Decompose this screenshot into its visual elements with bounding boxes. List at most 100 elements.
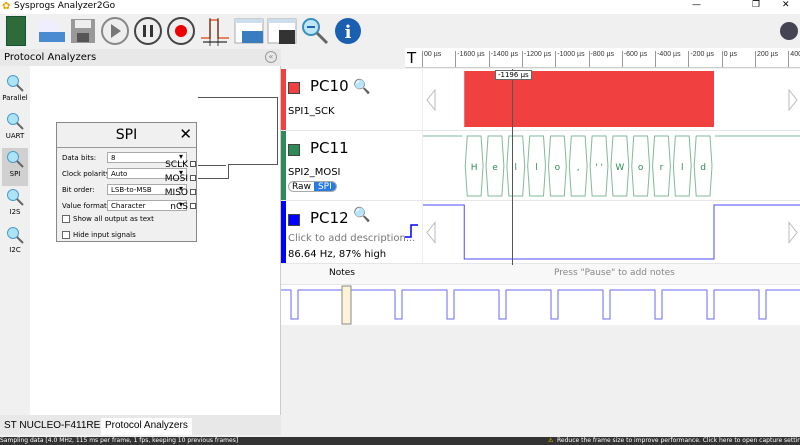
analyzer-label: SPI [9,170,21,178]
status-bar: Sampling data [4.0 MHz, 115 ms per frame… [0,437,800,445]
channel-color-swatch[interactable] [288,82,300,94]
spi-byte-label: ' ' [595,163,603,173]
cursor-time-label: -1196 µs [495,70,532,80]
time-cursor[interactable] [512,69,513,265]
clock-polarity-label: Clock polarity: [62,170,112,178]
record-button[interactable] [166,16,196,46]
channel-row-pc12[interactable]: PC12 🔍 Click to add description... 86.64… [281,201,800,264]
open-settings-icon[interactable] [234,16,264,46]
pin-sclk[interactable]: SCLK [146,160,196,170]
magnifier-icon [7,75,24,92]
sck-burst [464,71,714,127]
show-all-output-checkbox[interactable]: Show all output as text [62,215,154,223]
channel-color-swatch[interactable] [288,214,300,226]
hide-input-signals-checkbox[interactable]: Hide input signals [62,231,136,239]
play-button[interactable] [100,16,130,46]
pause-button[interactable] [133,16,163,46]
analyzer-uart[interactable]: UART [2,110,28,148]
channel-frequency: 86.64 Hz, 87% high [288,249,387,260]
mode-toggle[interactable]: Raw SPI [288,181,337,192]
spi-byte-label: o [555,163,561,173]
ncs-waveform [423,204,800,260]
minimize-button[interactable]: — [692,0,701,10]
maximize-button[interactable]: ❐ [752,0,761,10]
value-format-select[interactable]: Character [107,200,187,211]
open-icon[interactable] [36,16,66,46]
channel-description[interactable]: SPI1_SCK [288,106,335,117]
spi-byte-label: l [535,163,538,173]
overview-strip[interactable] [281,285,800,325]
spi-byte-label: l [681,163,684,173]
data-bits-select[interactable]: 8 [107,152,187,163]
close-button[interactable]: ✕ [782,0,790,10]
analyzer-i2s[interactable]: I2S [2,186,28,224]
ruler-tick: -800 µs [588,51,614,67]
mosi-wire-c [228,164,278,165]
pin-label: nCS [170,202,188,212]
analyzer-spi[interactable]: SPI [2,148,28,186]
app-logo-icon: ✿ [2,1,11,12]
notes-hint: Press "Pause" to add notes [554,268,675,278]
time-ruler[interactable]: T 00 µs-1600 µs-1400 µs-1200 µs-1000 µs-… [405,48,800,68]
magnifier-icon [7,189,24,206]
spi-byte-label: d [700,163,706,173]
pin-ncs[interactable]: nCS [146,202,196,212]
pin-mosi[interactable]: MOSI [146,174,196,184]
channel-row-pc10[interactable]: PC10 🔍 SPI1_SCK [281,69,800,131]
panel-header: Protocol Analyzers « [0,49,281,66]
tab-protocol-analyzers[interactable]: Protocol Analyzers [101,418,192,435]
analyzer-i2c[interactable]: I2C [2,224,28,262]
pulse-width-icon[interactable] [200,16,230,46]
analyzer-label: I2S [9,208,21,216]
close-icon[interactable]: ✕ [179,125,192,143]
save-settings-icon[interactable] [267,16,297,46]
spi-byte-label: , [577,163,580,173]
ruler-tick: 00 µs [422,51,441,67]
board-icon[interactable] [6,16,26,46]
panel-title: Protocol Analyzers [4,52,97,63]
save-icon[interactable] [68,16,98,46]
data-bits-label: Data bits: [62,154,97,162]
performance-hint-link[interactable]: Reduce the frame size to improve perform… [557,437,800,444]
spi-byte-frame [589,135,609,197]
overview-viewport-handle [341,285,352,325]
spi-byte-frame [610,135,630,197]
channel-description[interactable]: Click to add description... [288,233,416,244]
pin-miso[interactable]: MISO [146,188,196,198]
tab-board[interactable]: ST NUCLEO-F411RE [4,420,101,431]
search-icon[interactable]: 🔍 [353,79,371,95]
channel-description[interactable]: SPI2_MOSI [288,167,341,178]
spi-byte-frame [547,135,567,197]
info-icon[interactable]: i [333,16,363,46]
magnifier-icon [7,113,24,130]
ruler-tick: 200 µs [755,51,778,67]
zoom-out-icon[interactable] [300,16,330,46]
spi-byte-label: o [638,163,644,173]
spi-analyzer-node[interactable]: SPI ✕ Data bits: 8 Clock polarity: Auto … [56,122,197,242]
pin-label: MISO [164,188,188,198]
analyzer-parallel[interactable]: Parallel [2,72,28,110]
mode-raw[interactable]: Raw [292,182,311,192]
bottom-tabs: ST NUCLEO-F411RE Protocol Analyzers [0,415,281,435]
notes-row[interactable]: Notes Press "Pause" to add notes [281,264,800,285]
spi-byte-frame [631,135,651,197]
title-bar: ✿ Sysprogs Analyzer2Go — ❐ ✕ [0,0,800,14]
notes-label: Notes [329,268,355,278]
status-text: Sampling data [4.0 MHz, 115 ms per frame… [0,437,239,444]
spi-byte-frame [672,135,692,197]
avatar[interactable] [780,22,798,40]
waveform-pc12[interactable] [422,201,800,263]
bit-order-label: Bit order: [62,186,95,194]
search-icon[interactable]: 🔍 [353,207,371,223]
overview-waveform [281,289,800,320]
waveform-pc10[interactable] [422,69,800,130]
mode-spi[interactable]: SPI [313,182,336,191]
clock-polarity-select[interactable]: Auto [107,168,187,179]
magnifier-icon [7,151,24,168]
collapse-panel-button[interactable]: « [265,51,277,63]
bit-order-select[interactable]: LSB-to-MSB [107,184,187,195]
ruler-tick: 0 µs [721,51,737,67]
channel-color-swatch[interactable] [288,144,300,156]
